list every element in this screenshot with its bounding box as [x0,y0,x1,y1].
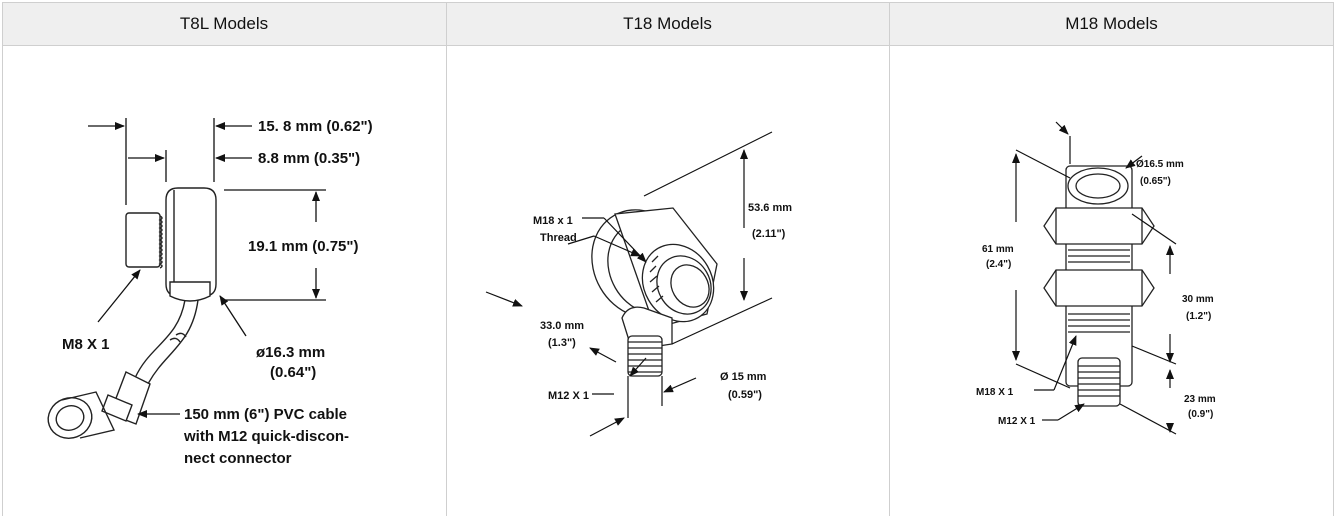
m18-label-connector-length: 23 mm [1184,394,1216,405]
t8l-label-diameter-inch: (0.64") [270,364,316,381]
t18-label-diameter-inch: (0.59") [728,389,762,401]
t8l-sensor-body [47,187,217,439]
t8l-label-housing-length: 8.8 mm (0.35") [258,150,360,167]
m18-label-diameter: Ø16.5 mm [1136,159,1184,170]
t18-label-thread: M18 x 1 [533,215,573,227]
t18-label-thread: Thread [540,232,577,244]
t18-dimension-lines [485,131,773,437]
column-divider [446,2,447,516]
m18-label-connector-thread: M12 X 1 [998,416,1036,427]
t8l-labels: 15. 8 mm (0.62") 8.8 mm (0.35") 19.1 mm … [62,118,373,467]
t18-label-height: 53.6 mm [748,202,792,214]
m18-dimension-lines [1012,121,1177,435]
t18-label-depth-inch: (1.3") [548,337,576,349]
column-divider [889,2,890,516]
t18-label-diameter: Ø 15 mm [720,371,767,383]
m18-sensor-body [1043,165,1155,407]
m18-label-diameter-inch: (0.65") [1140,176,1171,187]
t18-label-height-inch: (2.11") [752,228,786,240]
t18-label-depth: 33.0 mm [540,320,584,332]
m18-label-connector-length-inch: (0.9") [1188,409,1213,420]
t8l-label-cable: with M12 quick-discon- [183,428,349,445]
t8l-label-height: 19.1 mm (0.75") [248,238,359,255]
m18-label-thread: M18 X 1 [976,387,1014,398]
m18-label-overall-length-inch: (2.4") [986,259,1011,270]
t18-labels: M18 x 1 Thread 53.6 mm (2.11") 33.0 mm (… [533,202,792,402]
t8l-label-thread: M8 X 1 [62,336,110,353]
t8l-label-overall-length: 15. 8 mm (0.62") [258,118,373,135]
m18-labels: Ø16.5 mm (0.65") 61 mm (2.4") 30 mm (1.2… [976,159,1216,427]
t18-label-connector-thread: M12 X 1 [548,390,589,402]
t8l-label-cable: 150 mm (6") PVC cable [184,406,347,423]
t8l-label-cable: nect connector [184,450,292,467]
column-title-m18: M18 Models [1065,14,1158,33]
m18-label-body-length: 30 mm [1182,294,1214,305]
m18-label-overall-length: 61 mm [982,244,1014,255]
t8l-label-diameter: ø16.3 mm [256,344,325,361]
column-title-t8l: T8L Models [179,14,269,33]
table-header-row: T8L Models T18 Models M18 Models [3,2,1333,46]
m18-label-body-length-inch: (1.2") [1186,311,1211,322]
t18-sensor-body [591,207,718,377]
t8l-dimension-lines [88,118,326,418]
column-title-t18: T18 Models [623,14,712,33]
